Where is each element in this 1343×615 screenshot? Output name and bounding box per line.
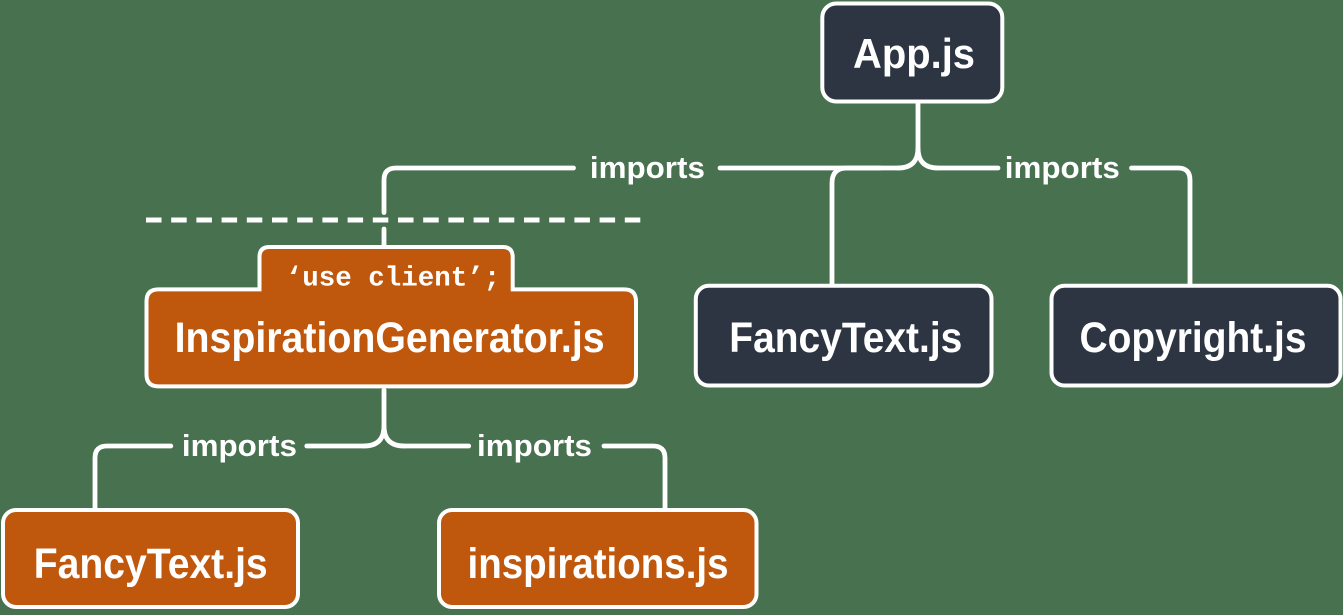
- svg-text:imports: imports: [477, 428, 592, 463]
- svg-text:imports: imports: [1005, 150, 1120, 185]
- svg-text:App.js: App.js: [853, 30, 975, 77]
- svg-text:Copyright.js: Copyright.js: [1080, 314, 1307, 362]
- svg-text:imports: imports: [182, 428, 297, 463]
- svg-text:inspirations.js: inspirations.js: [468, 540, 729, 588]
- svg-text:FancyText.js: FancyText.js: [34, 540, 268, 588]
- svg-text:‘use client’;: ‘use client’;: [286, 264, 501, 295]
- svg-text:imports: imports: [590, 150, 705, 185]
- svg-text:FancyText.js: FancyText.js: [729, 314, 962, 362]
- svg-text:InspirationGenerator.js: InspirationGenerator.js: [175, 314, 605, 362]
